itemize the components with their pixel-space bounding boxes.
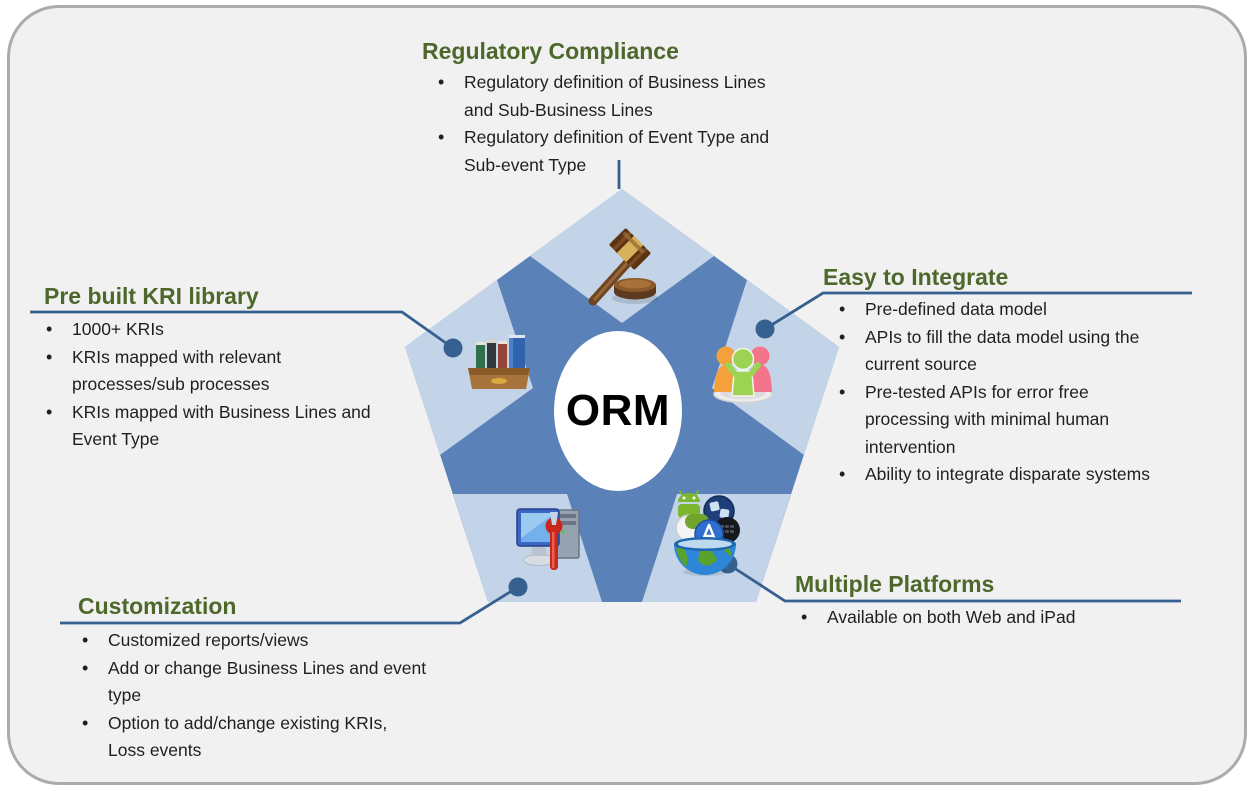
bullet-item: Regulatory definition of Event Type and … — [422, 124, 882, 179]
center-ellipse — [554, 331, 682, 491]
section-title-easy-to-integrate: Easy to Integrate — [823, 264, 1009, 290]
section-regulatory-compliance: Regulatory Compliance Regulatory definit… — [422, 38, 882, 179]
dot-customization — [508, 577, 528, 597]
globe-apps-icon — [674, 490, 740, 576]
section-customization: Customization Customized reports/views A… — [78, 593, 518, 765]
bullet-list-pre-built-kri-library: 1000+ KRIs KRIs mapped with relevant pro… — [30, 316, 464, 454]
bullet-item: Pre-defined data model — [823, 296, 1243, 324]
books-icon — [468, 335, 530, 389]
bullet-item: APIs to fill the data model using the cu… — [823, 324, 1243, 379]
bullet-list-multiple-platforms: Available on both Web and iPad — [785, 604, 1225, 632]
section-title-customization: Customization — [78, 593, 237, 619]
connector-integrate — [764, 291, 1192, 331]
people-group-icon — [713, 346, 773, 404]
gavel-icon — [588, 228, 658, 306]
bullet-item: Pre-tested APIs for error free processin… — [823, 379, 1243, 462]
dot-integrate — [755, 319, 775, 339]
bullet-item: Option to add/change existing KRIs, Loss… — [66, 710, 518, 765]
bullet-item: 1000+ KRIs — [30, 316, 464, 344]
bullet-list-customization: Customized reports/views Add or change B… — [66, 627, 518, 765]
bullet-list-regulatory-compliance: Regulatory definition of Business Lines … — [422, 69, 882, 179]
center-label: ORM — [565, 386, 671, 435]
connector-platforms — [727, 562, 1181, 603]
bullet-item: Customized reports/views — [66, 627, 518, 655]
bullet-item: KRIs mapped with Business Lines and Even… — [30, 399, 464, 454]
computer-wrench-icon — [516, 508, 580, 570]
bullet-list-easy-to-integrate: Pre-defined data model APIs to fill the … — [823, 296, 1243, 489]
section-title-regulatory-compliance: Regulatory Compliance — [422, 38, 679, 64]
bullet-item: Available on both Web and iPad — [785, 604, 1225, 632]
pentagon-segment-integrate — [712, 280, 839, 455]
bullet-item: Ability to integrate disparate systems — [823, 461, 1243, 489]
bullet-item: KRIs mapped with relevant processes/sub … — [30, 344, 464, 399]
bullet-item: Regulatory definition of Business Lines … — [422, 69, 882, 124]
section-title-multiple-platforms: Multiple Platforms — [795, 571, 995, 597]
section-title-pre-built-kri-library: Pre built KRI library — [44, 283, 259, 309]
section-multiple-platforms: Multiple Platforms Available on both Web… — [795, 571, 1225, 632]
section-pre-built-kri-library: Pre built KRI library 1000+ KRIs KRIs ma… — [44, 283, 464, 454]
bullet-item: Add or change Business Lines and event t… — [66, 655, 518, 710]
section-easy-to-integrate: Easy to Integrate Pre-defined data model… — [823, 264, 1243, 489]
connector-customization — [60, 585, 519, 625]
